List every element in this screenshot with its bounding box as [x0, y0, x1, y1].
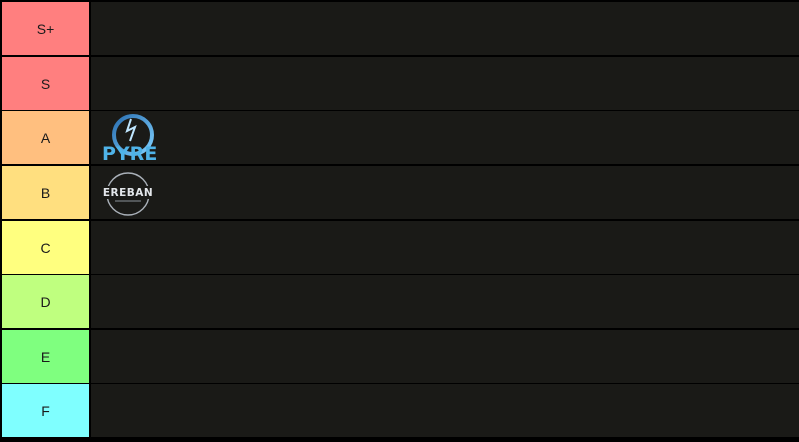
tier-row-c: C [0, 221, 799, 274]
tier-label-d[interactable]: D [2, 275, 89, 328]
pyre-logo-item[interactable]: PYRE [99, 111, 157, 164]
tier-dropzone-c[interactable] [91, 221, 799, 274]
tier-dropzone-f[interactable] [91, 384, 799, 437]
pyre-logo-text: PYRE [102, 143, 157, 163]
tier-label-e[interactable]: E [2, 330, 89, 383]
tier-row-e: E [0, 330, 799, 383]
tier-dropzone-a[interactable]: PYRE [91, 111, 799, 164]
ereban-logo-text: EREBAN [103, 187, 153, 199]
tier-row-a: A PYRE [0, 111, 799, 164]
tier-row-f: F [0, 384, 799, 437]
tier-dropzone-s[interactable] [91, 57, 799, 110]
tier-row-s-plus: S+ [0, 2, 799, 55]
ereban-logo: EREBAN [101, 171, 155, 216]
tier-row-d: D [0, 275, 799, 328]
ereban-logo-item[interactable]: EREBAN [99, 166, 157, 219]
tier-dropzone-s-plus[interactable] [91, 2, 799, 55]
tier-dropzone-e[interactable] [91, 330, 799, 383]
pyre-logo: PYRE [102, 113, 157, 163]
tier-label-s-plus[interactable]: S+ [2, 2, 89, 55]
tier-label-a[interactable]: A [2, 111, 89, 164]
tier-label-f[interactable]: F [2, 384, 89, 437]
tier-label-s[interactable]: S [2, 57, 89, 110]
tier-label-c[interactable]: C [2, 221, 89, 274]
tier-dropzone-b[interactable]: EREBAN [91, 166, 799, 219]
tier-row-b: B EREBAN [0, 166, 799, 219]
tier-label-b[interactable]: B [2, 166, 89, 219]
tier-dropzone-d[interactable] [91, 275, 799, 328]
tier-row-s: S [0, 57, 799, 110]
